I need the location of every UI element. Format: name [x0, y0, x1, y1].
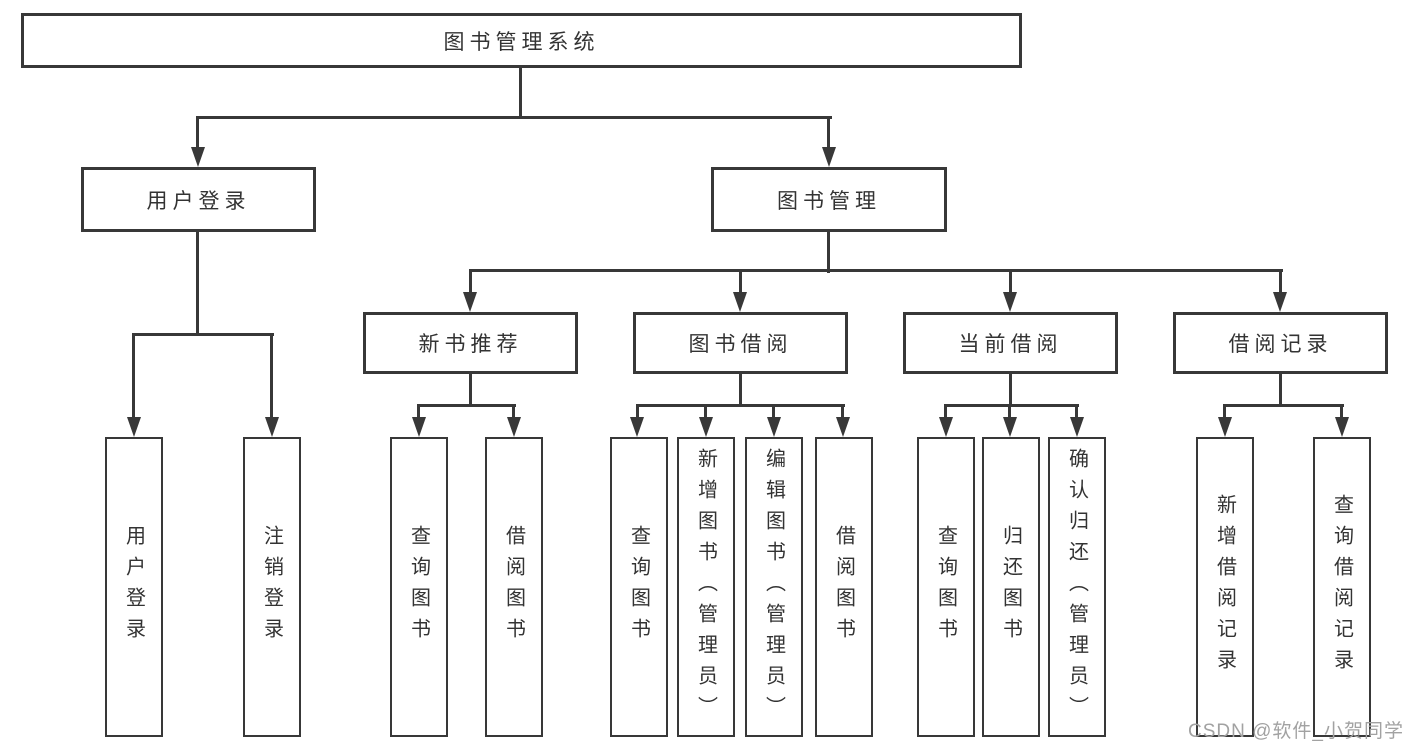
- arrowhead-icon: [630, 417, 644, 437]
- arrowhead-icon: [1003, 417, 1017, 437]
- connector-line: [512, 404, 515, 420]
- node-current-borrow-label: 当前借阅: [958, 333, 1063, 356]
- leaf-label: 注销登录: [260, 525, 283, 649]
- arrowhead-icon: [767, 417, 781, 437]
- connector-line: [132, 333, 274, 336]
- connector-line: [772, 404, 775, 420]
- connector-line: [636, 404, 845, 407]
- node-borrow-records-label: 借阅记录: [1228, 333, 1333, 356]
- arrowhead-icon: [1273, 292, 1287, 312]
- node-root-label: 图书管理系统: [443, 30, 600, 54]
- leaf-add-borrow-record: 新增借阅记录: [1196, 437, 1254, 737]
- arrowhead-icon: [191, 147, 205, 167]
- node-borrow-records: 借阅记录: [1173, 312, 1388, 374]
- node-current-borrow: 当前借阅: [903, 312, 1118, 374]
- leaf-label: 用户登录: [122, 525, 145, 649]
- leaf-borrow-book: 借阅图书: [815, 437, 873, 737]
- leaf-label: 新增借阅记录: [1213, 494, 1236, 680]
- arrowhead-icon: [265, 417, 279, 437]
- arrowhead-icon: [127, 417, 141, 437]
- node-book-borrow: 图书借阅: [633, 312, 848, 374]
- connector-line: [132, 333, 135, 417]
- connector-line: [196, 116, 199, 150]
- leaf-label: 确认归还（管理员）: [1065, 447, 1088, 727]
- connector-line: [1279, 269, 1282, 295]
- leaf-label: 查询图书: [407, 525, 430, 649]
- leaf-label: 查询借阅记录: [1330, 494, 1353, 680]
- connector-line: [469, 374, 472, 407]
- node-user-login: 用户登录: [81, 167, 316, 232]
- connector-line: [469, 269, 1283, 272]
- arrowhead-icon: [836, 417, 850, 437]
- connector-line: [1223, 404, 1344, 407]
- leaf-confirm-return-admin: 确认归还（管理员）: [1048, 437, 1106, 737]
- connector-line: [841, 404, 844, 420]
- arrowhead-icon: [822, 147, 836, 167]
- connector-line: [1340, 404, 1343, 420]
- leaf-label: 查询图书: [627, 525, 650, 649]
- node-user-login-label: 用户登录: [146, 189, 251, 213]
- arrowhead-icon: [1003, 292, 1017, 312]
- arrowhead-icon: [733, 292, 747, 312]
- leaf-query-borrow-record: 查询借阅记录: [1313, 437, 1371, 737]
- arrowhead-icon: [463, 292, 477, 312]
- leaf-label: 新增图书（管理员）: [694, 447, 717, 727]
- leaf-user-login: 用户登录: [105, 437, 163, 737]
- node-book-management-label: 图书管理: [777, 189, 881, 213]
- arrowhead-icon: [507, 417, 521, 437]
- connector-line: [1009, 269, 1012, 295]
- leaf-query-book-borrow: 查询图书: [610, 437, 668, 737]
- connector-line: [1009, 374, 1012, 407]
- leaf-return-book: 归还图书: [982, 437, 1040, 737]
- leaf-query-book-newbook: 查询图书: [390, 437, 448, 737]
- leaf-query-book-current: 查询图书: [917, 437, 975, 737]
- arrowhead-icon: [1218, 417, 1232, 437]
- arrowhead-icon: [939, 417, 953, 437]
- arrowhead-icon: [1070, 417, 1084, 437]
- connector-line: [1223, 404, 1226, 420]
- node-root: 图书管理系统: [21, 13, 1022, 68]
- connector-line: [704, 404, 707, 420]
- leaf-edit-book-admin: 编辑图书（管理员）: [745, 437, 803, 737]
- connector-line: [636, 404, 639, 420]
- csdn-watermark: CSDN @软件_小贺同学: [1188, 721, 1404, 742]
- leaf-label: 借阅图书: [832, 525, 855, 649]
- connector-line: [469, 269, 472, 295]
- node-book-management: 图书管理: [711, 167, 947, 232]
- node-new-book-recommend-label: 新书推荐: [418, 333, 523, 356]
- connector-line: [827, 232, 830, 273]
- leaf-add-book-admin: 新增图书（管理员）: [677, 437, 735, 737]
- connector-line: [417, 404, 516, 407]
- connector-line: [739, 374, 742, 407]
- leaf-label: 借阅图书: [502, 525, 525, 649]
- leaf-borrow-book-newbook: 借阅图书: [485, 437, 543, 737]
- leaf-label: 编辑图书（管理员）: [762, 447, 785, 727]
- connector-line: [1008, 404, 1011, 420]
- connector-line: [944, 404, 947, 420]
- connector-line: [196, 116, 832, 119]
- node-book-borrow-label: 图书借阅: [688, 333, 793, 356]
- connector-line: [196, 232, 199, 335]
- connector-line: [1279, 374, 1282, 407]
- connector-line: [270, 333, 273, 417]
- connector-line: [519, 68, 522, 118]
- arrowhead-icon: [1335, 417, 1349, 437]
- leaf-label: 归还图书: [999, 525, 1022, 649]
- connector-line: [827, 116, 830, 150]
- connector-line: [739, 269, 742, 295]
- arrowhead-icon: [412, 417, 426, 437]
- connector-line: [944, 404, 1079, 407]
- connector-line: [1075, 404, 1078, 420]
- leaf-label: 查询图书: [934, 525, 957, 649]
- leaf-logout-login: 注销登录: [243, 437, 301, 737]
- node-new-book-recommend: 新书推荐: [363, 312, 578, 374]
- arrowhead-icon: [699, 417, 713, 437]
- connector-line: [417, 404, 420, 420]
